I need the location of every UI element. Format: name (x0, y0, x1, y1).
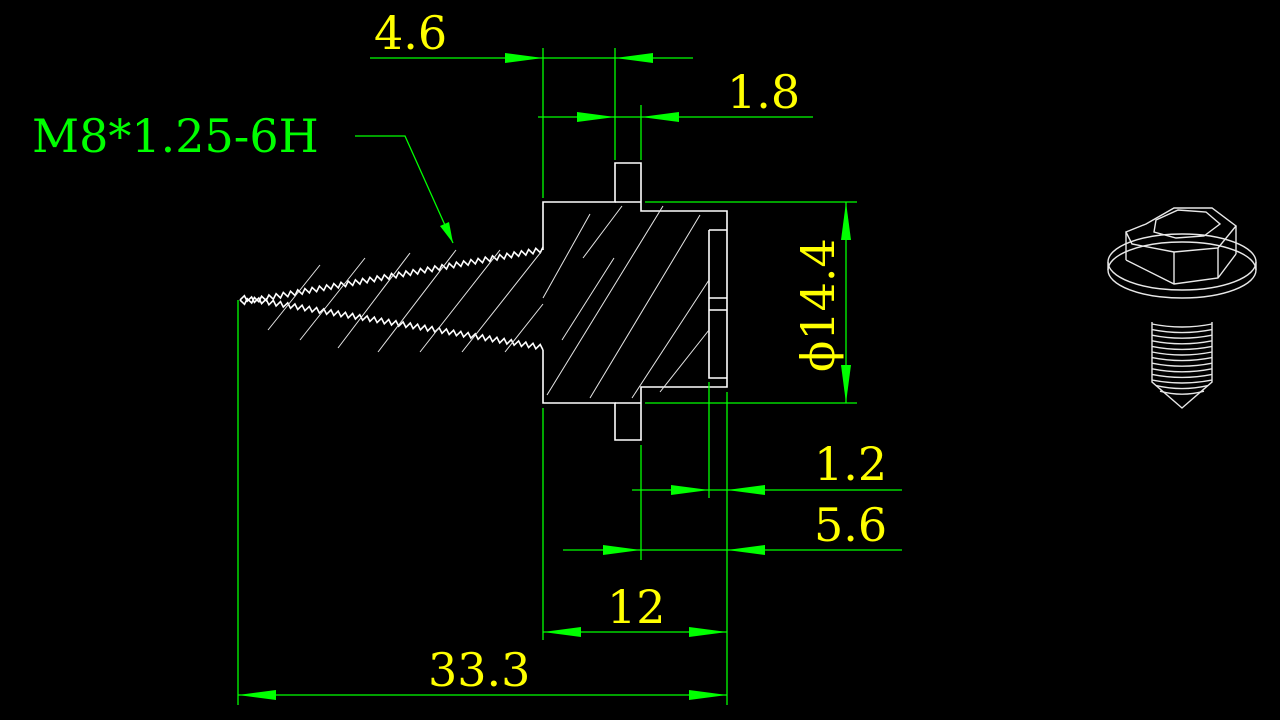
dim-label-12: 12 (607, 580, 666, 634)
iso-thread-line (1151, 340, 1213, 345)
iso-thread-lines (1151, 323, 1213, 395)
dim-label-33-3: 33.3 (428, 643, 530, 697)
iso-thread-line (1151, 328, 1213, 334)
section-hatch (267, 205, 710, 399)
iso-thread-line (1155, 384, 1209, 390)
arrowhead (841, 365, 851, 403)
arrowhead (641, 112, 679, 122)
arrowhead (727, 545, 765, 555)
arrowhead (505, 53, 543, 63)
hatch-line (589, 214, 701, 399)
arrowhead (577, 112, 615, 122)
dimension-lines (237, 48, 902, 705)
part-section-view (239, 162, 728, 441)
arrowhead (689, 627, 727, 637)
iso-thread-line (1151, 379, 1213, 384)
thread-top-profile (239, 246, 544, 306)
hatch-line (542, 213, 591, 299)
thread-callout: M8*1.25-6H (32, 109, 454, 244)
iso-thread-line (1151, 356, 1213, 362)
arrowhead (603, 545, 641, 555)
iso-thread-line (1151, 351, 1213, 356)
iso-thread-line (1151, 334, 1213, 339)
iso-thread-line (1151, 373, 1213, 379)
arrowhead (238, 690, 276, 700)
dim-label-dia-14-4: ϕ14.4 (791, 238, 845, 372)
hatch-line (659, 329, 710, 393)
hatch-line (561, 257, 615, 341)
thread-callout-label: M8*1.25-6H (32, 109, 319, 163)
recess-outline (708, 229, 727, 379)
iso-thread-line (1151, 362, 1213, 367)
dim-label-1-2: 1.2 (814, 437, 887, 491)
hatch-line (546, 205, 664, 396)
hatch-line (461, 251, 542, 353)
hatch-line (299, 257, 366, 341)
arrowhead (671, 485, 709, 495)
iso-thread-line (1151, 368, 1213, 373)
hatch-line (582, 205, 623, 259)
dimension-labels: 4.6 1.8 ϕ14.4 1.2 5.6 12 33.3 (374, 6, 887, 697)
callout-leader (355, 135, 454, 244)
dim-label-5-6: 5.6 (814, 498, 887, 552)
arrowhead (841, 202, 851, 240)
callout-arrowhead (440, 222, 453, 243)
arrowhead (615, 53, 653, 63)
iso-thread-line (1159, 390, 1205, 395)
arrowhead (727, 485, 765, 495)
hatch-line (377, 249, 457, 353)
thread-bottom-profile (239, 294, 544, 351)
hatch-line (337, 252, 411, 349)
hatch-line (267, 264, 321, 331)
head-outline (542, 162, 728, 441)
hatch-line (504, 303, 544, 353)
hatch-line (419, 249, 501, 353)
iso-thread-line (1151, 345, 1213, 351)
arrowhead (543, 627, 581, 637)
dim-label-1-8: 1.8 (727, 65, 800, 119)
iso-thread-line (1151, 323, 1213, 328)
arrowhead (689, 690, 727, 700)
hatch-line (631, 279, 710, 399)
hex-flange-bolt-icon (1107, 207, 1257, 409)
dim-label-4-6: 4.6 (374, 6, 447, 60)
